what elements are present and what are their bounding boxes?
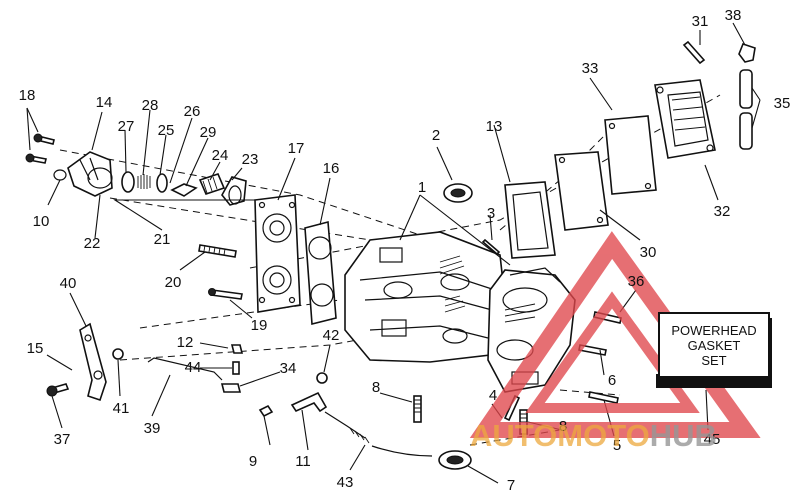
callout-20: 20 — [165, 274, 182, 291]
callout-8b: 8 — [559, 418, 567, 435]
callout-13: 13 — [486, 118, 503, 135]
bolt-20 — [198, 244, 237, 258]
callout-12: 12 — [177, 334, 194, 351]
pin-3 — [481, 238, 501, 256]
callout-29: 29 — [200, 124, 217, 141]
thermostat-assembly — [67, 151, 247, 206]
callout-3: 3 — [487, 205, 495, 222]
small-hardware — [220, 344, 328, 418]
link-rod — [147, 357, 223, 381]
callout-41: 41 — [113, 400, 130, 417]
callout-33: 33 — [582, 60, 599, 77]
callout-21: 21 — [154, 231, 171, 248]
callout-30: 30 — [640, 244, 657, 261]
callout-6: 6 — [608, 372, 616, 389]
callout-7: 7 — [507, 477, 515, 494]
callout-14: 14 — [96, 94, 113, 111]
cylinder-head — [254, 194, 301, 313]
cylinder-block — [344, 231, 506, 363]
throttle-lever — [46, 322, 124, 402]
callout-40: 40 — [60, 275, 77, 292]
exhaust-covers — [504, 79, 716, 259]
callout-42: 42 — [323, 327, 340, 344]
callout-4: 4 — [489, 387, 497, 404]
callout-45: 45 — [704, 431, 721, 448]
watermark-text: AUTOMOTOHUB — [470, 418, 717, 454]
callout-28: 28 — [142, 97, 159, 114]
head-gasket — [304, 220, 337, 326]
callout-1: 1 — [418, 179, 426, 196]
watermark-part2: HUB — [649, 418, 717, 453]
callout-23: 23 — [242, 151, 259, 168]
callout-26: 26 — [184, 103, 201, 120]
callout-9: 9 — [249, 453, 257, 470]
callout-5: 5 — [613, 437, 621, 454]
callout-44: 44 — [185, 359, 202, 376]
callout-38: 38 — [725, 7, 742, 24]
screws-left — [25, 133, 67, 181]
leader-lines — [26, 22, 761, 484]
callout-32: 32 — [714, 203, 731, 220]
callout-35: 35 — [774, 95, 791, 112]
callout-16: 16 — [323, 160, 340, 177]
seal-7 — [438, 450, 472, 470]
callout-31: 31 — [692, 13, 709, 30]
callout-22: 22 — [84, 235, 101, 252]
callout-19: 19 — [251, 317, 268, 334]
callout-8: 8 — [372, 379, 380, 396]
callout-numbers: 1 2 3 4 5 6 7 8 8 9 10 11 12 13 14 15 16… — [19, 7, 791, 494]
top-hardware — [682, 40, 756, 150]
callout-37: 37 — [54, 431, 71, 448]
seal-2 — [443, 183, 473, 203]
callout-11: 11 — [295, 453, 311, 470]
callout-10: 10 — [33, 213, 50, 230]
callout-25: 25 — [158, 122, 175, 139]
callout-34: 34 — [280, 360, 297, 377]
callout-18: 18 — [19, 87, 36, 104]
bolt-19 — [208, 288, 243, 300]
callout-36: 36 — [628, 273, 645, 290]
callout-15: 15 — [27, 340, 44, 357]
watermark-part1: AUTOMOTO — [470, 418, 650, 453]
callout-17: 17 — [288, 140, 305, 157]
callout-43: 43 — [337, 474, 354, 491]
callout-24: 24 — [212, 147, 229, 164]
callout-2: 2 — [432, 127, 440, 144]
powerhead-gasket-set-label: POWERHEAD GASKET SET — [658, 312, 770, 378]
callout-39: 39 — [144, 420, 161, 437]
callout-27: 27 — [118, 118, 135, 135]
choke-linkage — [290, 391, 433, 457]
